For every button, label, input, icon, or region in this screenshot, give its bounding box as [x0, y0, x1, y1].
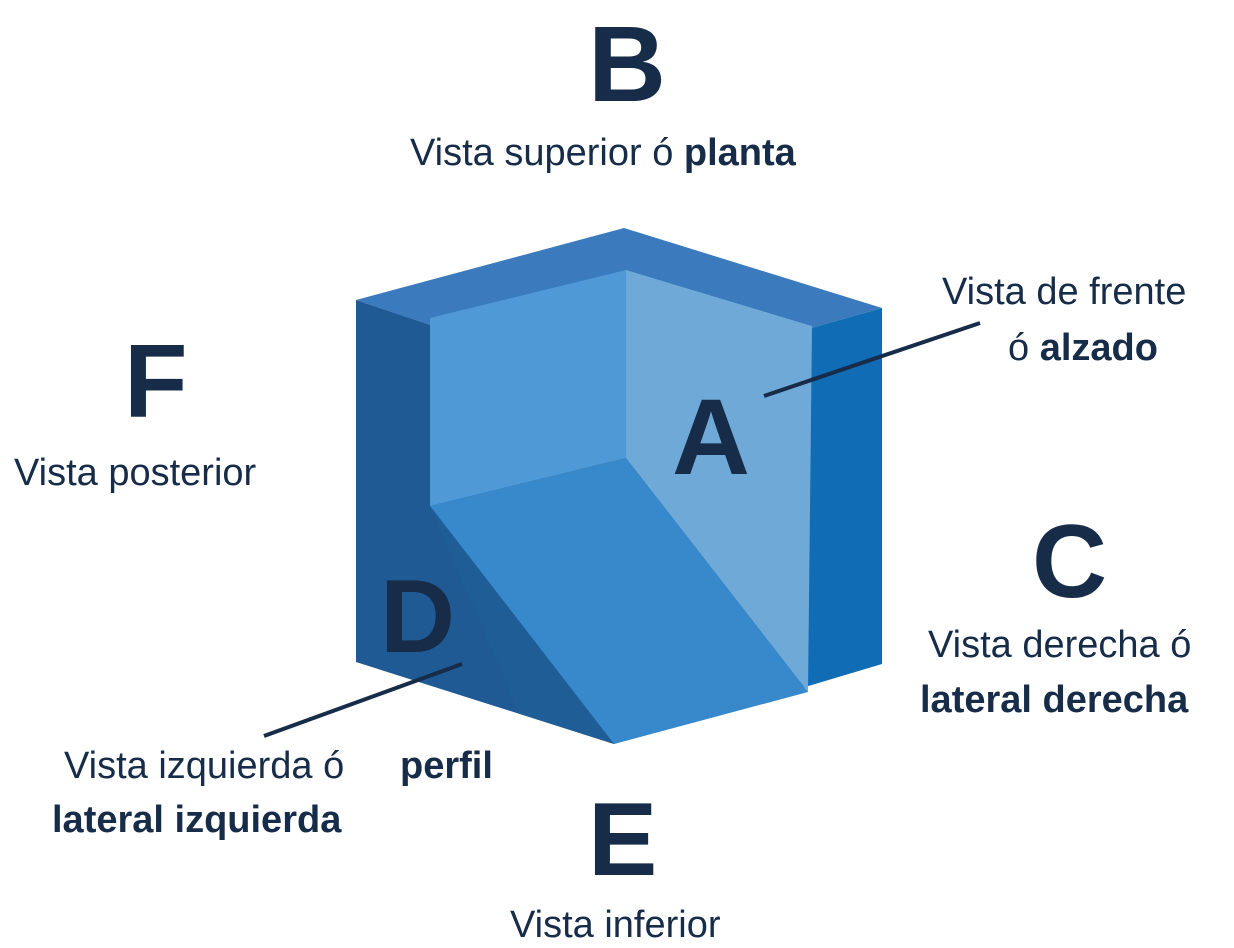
caption-front-view-prefix: ó	[1008, 327, 1040, 369]
inner-back-left-wall	[430, 270, 626, 506]
letter-c: C	[1032, 504, 1108, 620]
letter-d: D	[380, 559, 455, 675]
caption-back-view: Vista posterior	[14, 452, 257, 494]
caption-right-view-line2: lateral derecha	[920, 679, 1189, 722]
letter-f: F	[124, 324, 188, 440]
letter-e: E	[588, 782, 658, 898]
caption-left-view-line2: lateral izquierda	[52, 799, 342, 842]
caption-front-view-bold: alzado	[1039, 327, 1158, 369]
leader-line-a	[763, 321, 981, 398]
caption-top-view: Vista superior ó planta	[410, 132, 796, 175]
caption-left-view-line1: Vista izquierda ó	[64, 745, 345, 787]
inner-back-right-wall	[626, 270, 812, 692]
caption-top-view-bold: planta	[683, 132, 796, 174]
caption-front-view-line1: Vista de frente	[942, 271, 1187, 313]
caption-left-view-bold: lateral izquierda	[52, 799, 342, 841]
letter-b: B	[588, 3, 666, 124]
caption-top-view-text: Vista superior ó	[410, 132, 684, 174]
inner-floor	[430, 458, 808, 744]
caption-right-view-line1: Vista derecha ó	[928, 624, 1192, 666]
caption-bottom-view: Vista inferior	[510, 904, 721, 946]
letter-a: A	[672, 376, 750, 497]
caption-right-view-bold: lateral derecha	[920, 679, 1189, 721]
inner-left-shadow	[430, 506, 614, 744]
caption-left-view-perfil: perfil	[400, 745, 493, 787]
caption-left-view-bold-perfil: perfil	[400, 745, 493, 788]
caption-front-view-line2: ó alzado	[1008, 327, 1158, 370]
leader-line-d	[263, 662, 463, 738]
